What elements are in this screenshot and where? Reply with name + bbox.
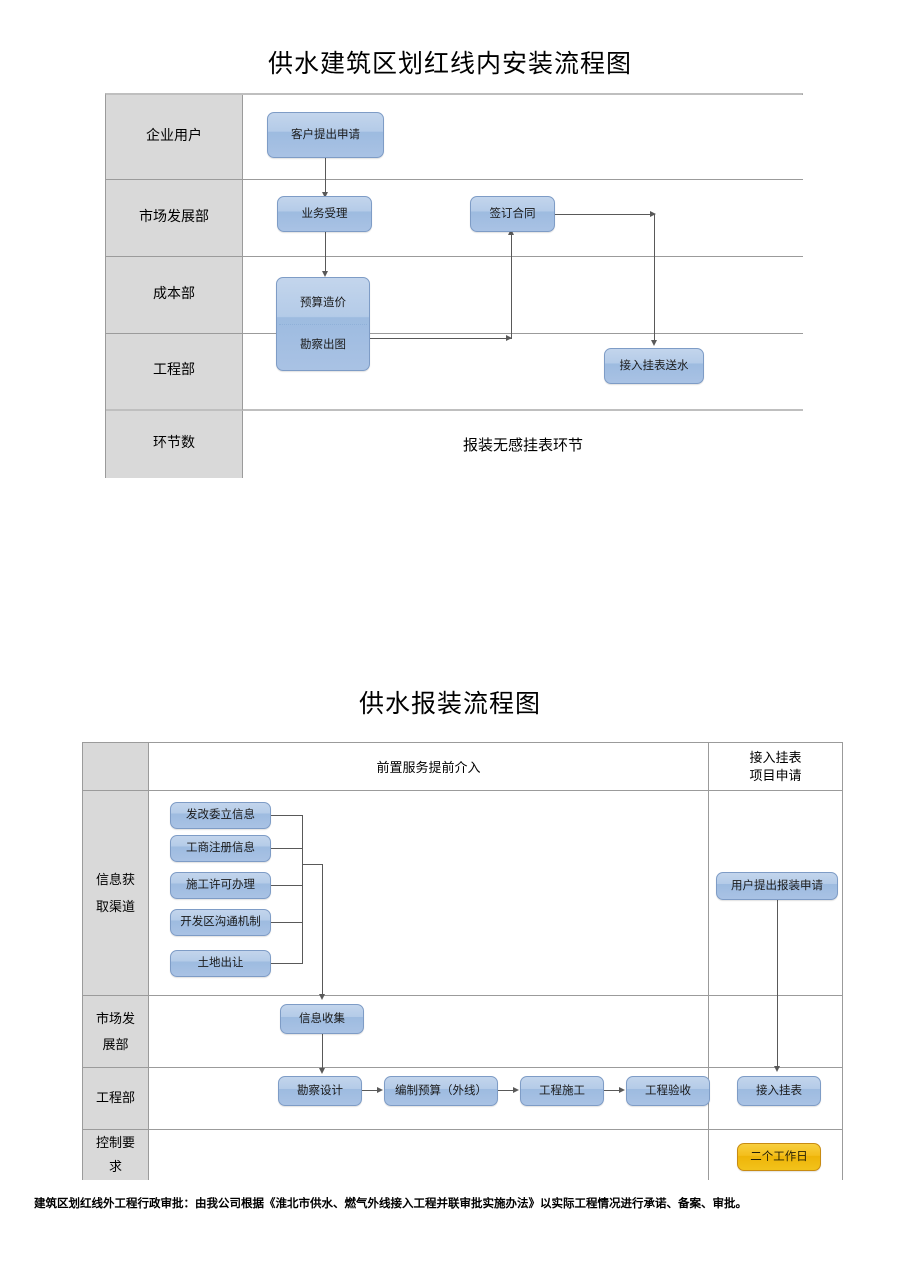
diagram1-title: 供水建筑区划红线内安装流程图 — [267, 51, 632, 78]
diagram2-row-label-engineering: 工程部 — [83, 1068, 149, 1130]
arrowhead-user-apply-to-connect — [773, 1066, 780, 1072]
diagram2-row-body-market-dev — [149, 996, 709, 1068]
node-survey-drawing-label: 勘察出图 — [300, 338, 346, 351]
node-construction[interactable]: 工程施工 — [520, 1076, 604, 1106]
node-survey-design[interactable]: 勘察设计 — [278, 1076, 362, 1106]
arrowhead-survey-to-contract — [507, 229, 514, 235]
diagram2-header-left-spacer — [83, 743, 149, 791]
node-source-business-registration[interactable]: 工商注册信息 — [170, 835, 271, 862]
node-customer-apply[interactable]: 客户提出申请 — [267, 112, 384, 158]
connector-apply-to-accept — [325, 157, 326, 194]
connector-src4-stub — [270, 922, 303, 923]
diagram2-section-divider — [708, 743, 709, 1179]
connector-bus-link — [302, 864, 323, 865]
connector-survey-right — [370, 338, 511, 339]
diagram1-row-label-steps: 环节数 — [106, 411, 243, 478]
connector-bus-to-info-collect — [322, 864, 323, 996]
connector-contract-right — [554, 214, 654, 215]
connector-source-bus — [302, 815, 303, 964]
arrowhead-accept-to-budget — [321, 271, 328, 277]
node-business-accept[interactable]: 业务受理 — [277, 196, 372, 232]
node-source-development-reform[interactable]: 发改委立信息 — [170, 802, 271, 829]
diagram1-row-label-enterprise: 企业用户 — [106, 95, 243, 180]
diagram1-summary-text: 报装无感挂表环节 — [243, 411, 803, 478]
diagram2-row-label-info-channels: 信息获 取渠道 — [83, 791, 149, 996]
node-source-construction-permit[interactable]: 施工许可办理 — [170, 872, 271, 899]
diagram1-row-label-cost: 成本部 — [106, 257, 243, 334]
diagram2-header-right: 接入挂表 项目申请 — [709, 743, 842, 791]
diagram2-row-right-market-dev — [709, 996, 842, 1068]
connector-src3-stub — [270, 885, 303, 886]
connector-contract-down — [654, 214, 655, 342]
node-user-apply[interactable]: 用户提出报装申请 — [716, 872, 838, 900]
diagram1-row-label-engineering: 工程部 — [106, 334, 243, 411]
diagram2-header-middle: 前置服务提前介入 — [149, 743, 709, 791]
arrowhead-budget-to-construction — [513, 1086, 519, 1093]
node-budget-outer-line[interactable]: 编制预算（外线） — [384, 1076, 498, 1106]
node-source-land-transfer[interactable]: 土地出让 — [170, 950, 271, 977]
connector-info-collect-to-survey — [322, 1034, 323, 1070]
connector-src1-stub — [270, 815, 303, 816]
node-connect-meter[interactable]: 接入挂表 — [737, 1076, 821, 1106]
node-info-collect[interactable]: 信息收集 — [280, 1004, 364, 1034]
arrowhead-apply-to-accept — [321, 192, 328, 198]
diagram2-title: 供水报装流程图 — [358, 691, 541, 718]
node-internal-divider — [279, 324, 367, 325]
footer-note: 建筑区划红线外工程行政审批：由我公司根据《淮北市供水、燃气外线接入工程并联审批实… — [34, 1198, 747, 1210]
node-acceptance[interactable]: 工程验收 — [626, 1076, 710, 1106]
node-sign-contract[interactable]: 签订合同 — [470, 196, 555, 232]
arrowhead-survey-to-budget — [377, 1086, 383, 1093]
diagram2-row-label-control: 控制要 求 — [83, 1130, 149, 1180]
connector-user-apply-to-connect — [777, 900, 778, 1068]
node-budget-cost-label: 预算造价 — [300, 296, 346, 309]
connector-src5-stub — [270, 963, 303, 964]
arrowhead-info-collect-to-survey — [318, 1068, 325, 1074]
diagram2-row-label-market-dev: 市场发 展部 — [83, 996, 149, 1068]
connector-src2-stub — [270, 848, 303, 849]
arrowhead-bus-to-info-collect — [318, 994, 325, 1000]
diagram2-row-body-control — [149, 1130, 709, 1180]
node-control-working-days[interactable]: 二个工作日 — [737, 1143, 821, 1171]
diagram1-row-label-market-dev: 市场发展部 — [106, 180, 243, 257]
node-connect-meter-supply[interactable]: 接入挂表送水 — [604, 348, 704, 384]
connector-accept-to-budget — [325, 231, 326, 273]
arrowhead-contract-right — [650, 210, 656, 217]
node-source-zone-communication[interactable]: 开发区沟通机制 — [170, 909, 271, 936]
node-budget-and-survey[interactable]: 预算造价 勘察出图 — [276, 277, 370, 371]
arrowhead-survey-right — [506, 334, 512, 341]
connector-construction-to-acceptance — [604, 1090, 621, 1091]
arrowhead-construction-to-acceptance — [619, 1086, 625, 1093]
diagram1-table: 企业用户 市场发展部 成本部 工程部 环节数 报装无感挂表环节 — [105, 93, 803, 478]
connector-budget-to-construction — [498, 1090, 515, 1091]
arrowhead-contract-to-meter — [650, 340, 657, 346]
connector-survey-up — [511, 231, 512, 339]
connector-survey-to-budget — [362, 1090, 379, 1091]
